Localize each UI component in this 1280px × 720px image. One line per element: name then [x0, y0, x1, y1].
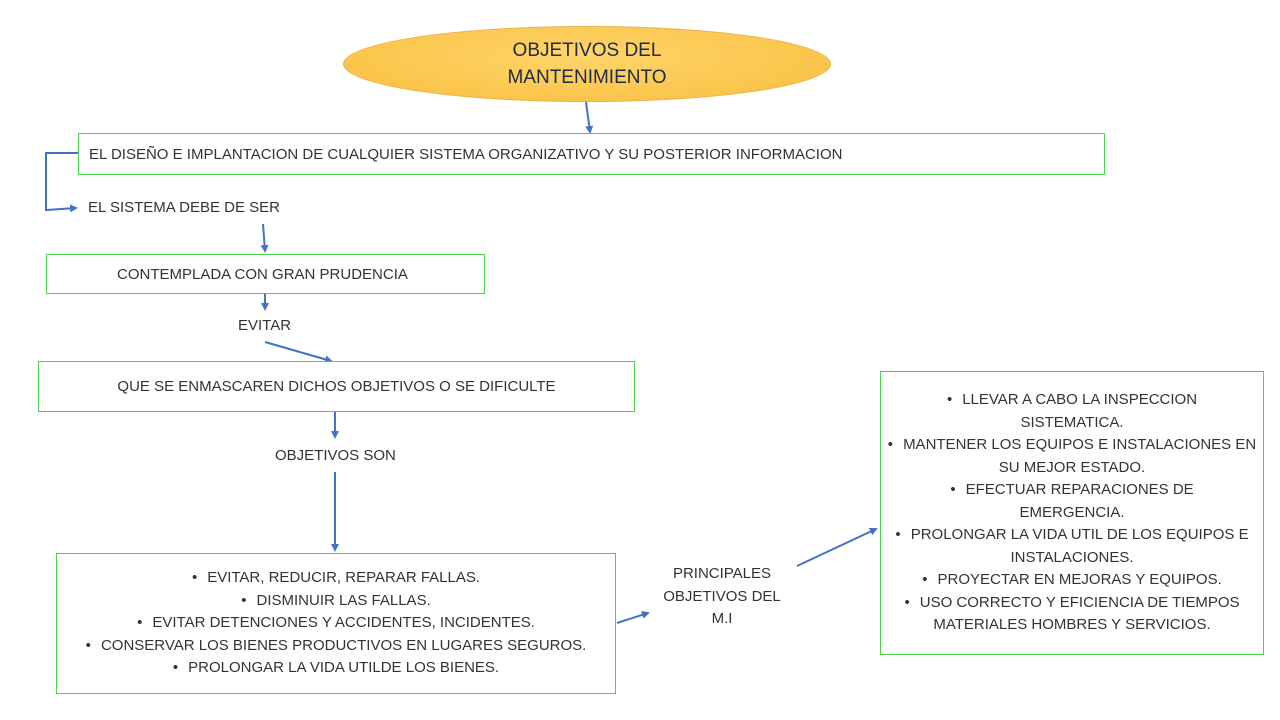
list-item: LLEVAR A CABO LA INSPECCION SISTEMATICA. [887, 389, 1257, 434]
title-line-2: MANTENIMIENTO [507, 67, 667, 88]
principales-label: PRINCIPALES OBJETIVOS DEL M.I [656, 563, 788, 631]
list-item: CONSERVAR LOS BIENES PRODUCTIVOS EN LUGA… [86, 635, 586, 658]
arrow-title-to-diseno [585, 101, 594, 134]
diseno-box: EL DISEÑO E IMPLANTACION DE CUALQUIER SI… [78, 133, 1105, 175]
list-item: USO CORRECTO Y EFICIENCIA DE TIEMPOS MAT… [887, 592, 1257, 637]
enmascaren-text: QUE SE ENMASCAREN DICHOS OBJETIVOS O SE … [117, 378, 556, 395]
list-item: EVITAR DETENCIONES Y ACCIDENTES, INCIDEN… [86, 612, 587, 635]
title-line-1: OBJETIVOS DEL [512, 40, 662, 61]
diseno-text: EL DISEÑO E IMPLANTACION DE CUALQUIER SI… [89, 145, 843, 163]
principales-list: LLEVAR A CABO LA INSPECCION SISTEMATICA.… [887, 389, 1257, 637]
arrow-evitar-to-enmascaren [264, 341, 333, 364]
objetivos-list: EVITAR, REDUCIR, REPARAR FALLAS. DISMINU… [86, 567, 587, 680]
list-item: DISMINUIR LAS FALLAS. [86, 590, 587, 613]
enmascaren-box: QUE SE ENMASCAREN DICHOS OBJETIVOS O SE … [38, 361, 635, 412]
arrow-list-to-principales [616, 611, 650, 624]
principales-line-1: PRINCIPALES [672, 565, 772, 582]
list-item: PROYECTAR EN MEJORAS Y EQUIPOS. [887, 569, 1257, 592]
list-item: PROLONGAR LA VIDA UTILDE LOS BIENES. [86, 657, 587, 680]
list-item: PROLONGAR LA VIDA UTIL DE LOS EQUIPOS E … [887, 524, 1257, 569]
list-item: EVITAR, REDUCIR, REPARAR FALLAS. [86, 567, 587, 590]
arrow-principales-to-box [796, 527, 878, 567]
principales-line-2: OBJETIVOS DEL [663, 587, 781, 605]
principales-line-3: M.I [711, 610, 733, 627]
list-item: MANTENER LOS EQUIPOS E INSTALACIONES EN … [887, 434, 1257, 479]
evitar-label: EVITAR [238, 317, 292, 334]
contemplada-box: CONTEMPLADA CON GRAN PRUDENCIA [46, 254, 485, 294]
arrow-sistema-to-contemplada [260, 223, 269, 253]
principales-list-box: LLEVAR A CABO LA INSPECCION SISTEMATICA.… [880, 371, 1264, 655]
title-ellipse: OBJETIVOS DEL MANTENIMIENTO [343, 26, 831, 102]
contemplada-text: CONTEMPLADA CON GRAN PRUDENCIA [117, 265, 408, 283]
objetivos-son-label: OBJETIVOS SON [275, 447, 396, 464]
list-item: EFECTUAR REPARACIONES DE EMERGENCIA. [887, 479, 1257, 524]
arrow-diseno-to-sistema [45, 152, 78, 213]
sistema-label: EL SISTEMA DEBE DE SER [88, 199, 281, 216]
objetivos-list-box: EVITAR, REDUCIR, REPARAR FALLAS. DISMINU… [56, 553, 616, 694]
